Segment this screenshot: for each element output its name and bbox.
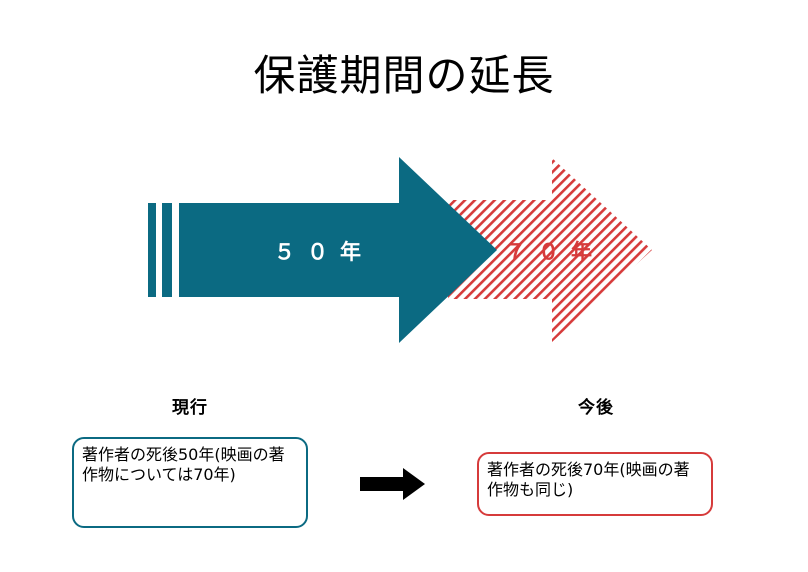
- current-period-label: ５０年: [274, 240, 373, 264]
- current-period-arrow: [179, 157, 497, 343]
- current-heading: 現行: [172, 398, 208, 418]
- arrow-tail-stripe-1: [148, 203, 156, 297]
- transition-arrow: [360, 468, 425, 500]
- page-title: 保護期間の延長: [253, 51, 555, 100]
- future-rule-box: 著作者の死後70年(映画の著作物も同じ): [477, 452, 713, 516]
- future-period-arrow: [448, 158, 652, 342]
- current-rule-box: 著作者の死後50年(映画の著作物については70年): [72, 437, 308, 528]
- current-rule-text: 著作者の死後50年(映画の著作物については70年): [82, 445, 285, 484]
- future-heading: 今後: [578, 398, 614, 418]
- future-rule-text: 著作者の死後70年(映画の著作物も同じ): [487, 460, 690, 499]
- future-period-label: ７０年: [505, 240, 604, 264]
- arrow-tail-stripe-2: [162, 203, 172, 297]
